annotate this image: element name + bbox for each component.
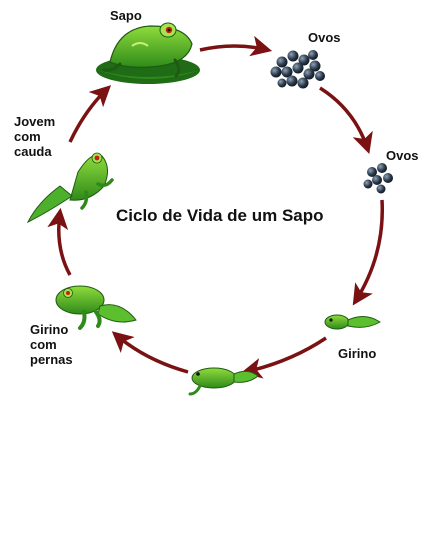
label-girino: Girino bbox=[338, 346, 377, 361]
young-frog-illustration bbox=[26, 152, 114, 224]
label-sapo: Sapo bbox=[110, 8, 142, 23]
diagram-title: Ciclo de Vida de um Sapo bbox=[116, 206, 324, 225]
arrow-pernas-to-jovem bbox=[47, 207, 72, 276]
arrow-jovem-to-sapo bbox=[68, 85, 112, 143]
label-ovos-2: Ovos bbox=[386, 148, 419, 163]
arrow-ovos-to-girino bbox=[352, 199, 385, 306]
tadpole-with-legs-illustration bbox=[188, 367, 259, 396]
arrow-sapo-to-ovos bbox=[199, 35, 273, 57]
tadpole-legs-left-illustration bbox=[55, 285, 137, 330]
adult-frog-illustration bbox=[96, 22, 200, 84]
label-ovos-1: Ovos bbox=[308, 30, 341, 45]
label-jovem-com-cauda: Jovem com cauda bbox=[14, 114, 56, 159]
arrow-girino-to-girino bbox=[240, 336, 327, 379]
eggs-cluster-small bbox=[363, 163, 393, 194]
arrow-girino-to-pernas bbox=[111, 331, 189, 374]
label-girino-com-pernas: Girino com pernas bbox=[30, 322, 73, 367]
arrow-ovos-to-ovos bbox=[319, 86, 373, 154]
eggs-cluster-large bbox=[270, 50, 325, 89]
tadpole-illustration bbox=[324, 314, 381, 330]
